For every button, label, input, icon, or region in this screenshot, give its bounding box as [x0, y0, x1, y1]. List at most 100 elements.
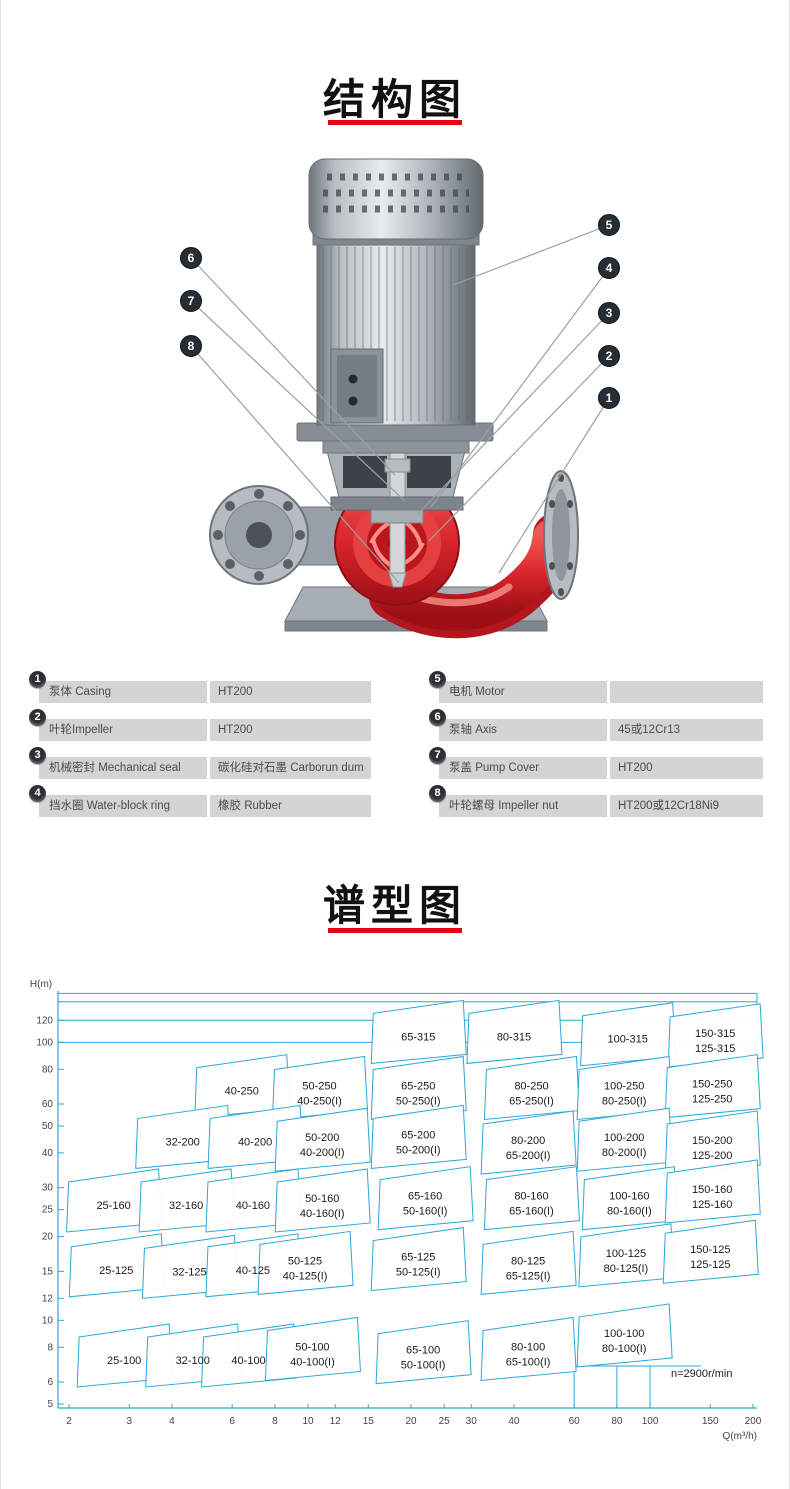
part-name: 挡水圈 Water-block ring: [39, 795, 207, 817]
discharge-flange: [543, 470, 579, 600]
part-material: 45或12Cr13: [610, 719, 763, 741]
callout-number: 4: [606, 261, 613, 275]
y-tick-label: 6: [47, 1377, 53, 1388]
callout-badge: [180, 247, 202, 269]
speed-note: n=2900r/min: [671, 1368, 732, 1380]
y-axis-label: H(m): [30, 979, 52, 990]
pump-model-region: [480, 1230, 577, 1295]
pump-model-label: 40-125: [236, 1265, 270, 1277]
pump-model-region: [664, 1159, 761, 1224]
pump-model-label: 65-200(I): [506, 1150, 551, 1162]
pump-model-region: [370, 999, 467, 1064]
part-number-badge: 3: [29, 747, 46, 764]
pump-model-label: 50-200: [305, 1132, 339, 1144]
callout-badge: [598, 257, 620, 279]
pump-model-label: 40-100: [231, 1355, 265, 1367]
pump-model-region: [483, 1166, 580, 1231]
structure-section-title: 结构图: [322, 76, 467, 123]
pump-model-label: 100-200: [604, 1132, 644, 1144]
pump-model-label: 80-315: [497, 1031, 531, 1043]
part-name: 泵体 Casing: [39, 681, 207, 703]
part-number-badge: 7: [429, 747, 446, 764]
part-number-badge: 4: [29, 785, 46, 802]
pump-model-label: 50-250: [302, 1080, 336, 1092]
part-material: HT200: [210, 681, 371, 703]
pump-model-label: 65-100: [406, 1345, 440, 1357]
part-material: HT200: [210, 719, 371, 741]
pump-cover: [330, 496, 464, 511]
motor: [296, 158, 494, 454]
pump-model-label: 125-125: [690, 1259, 730, 1271]
pump-model-label: 150-160: [692, 1184, 732, 1196]
pump-model-label: 100-315: [607, 1034, 647, 1046]
x-tick-label: 6: [229, 1416, 235, 1427]
pump-model-region: [370, 1104, 467, 1169]
pump-model-label: 40-200(I): [300, 1147, 345, 1159]
pump-model-region: [274, 1107, 371, 1172]
callout-number: 5: [606, 218, 613, 232]
y-tick-label: 8: [47, 1342, 53, 1353]
pump-model-region: [480, 1316, 577, 1381]
part-number-badge: 1: [29, 671, 46, 688]
chart-title-underline: [328, 928, 462, 933]
y-tick-label: 60: [42, 1099, 54, 1110]
pump-model-label: 80-200(I): [602, 1147, 647, 1159]
pump-model-region: [375, 1320, 472, 1385]
callout-badge: [180, 290, 202, 312]
part-name: 叶轮Impeller: [39, 719, 207, 741]
pump-model-label: 40-250(I): [297, 1095, 342, 1107]
pump-model-label: 150-125: [690, 1244, 730, 1256]
pump-model-label: 40-160(I): [300, 1208, 345, 1220]
pump-model-label: 32-160: [169, 1200, 203, 1212]
x-tick-label: 40: [508, 1416, 520, 1427]
callout-number: 8: [188, 339, 195, 353]
x-tick-label: 8: [272, 1416, 278, 1427]
terminal-box: [330, 348, 384, 424]
pump-model-label: 32-200: [166, 1136, 200, 1148]
pump-model-label: 150-200: [692, 1135, 732, 1147]
pump-model-label: 80-125(I): [604, 1263, 649, 1275]
pump-model-label: 80-100(I): [602, 1343, 647, 1355]
pump-model-label: 50-200(I): [396, 1144, 441, 1156]
x-axis-label: Q(m³/h): [723, 1431, 757, 1442]
callout-leader-line: [190, 300, 406, 502]
pump-model-region: [667, 1003, 764, 1068]
pump-model-label: 150-250: [692, 1079, 732, 1091]
pump-model-label: 100-100: [604, 1328, 644, 1340]
part-material: [610, 681, 763, 703]
callout-leader-line: [190, 257, 396, 476]
pump-model-label: 80-250(I): [602, 1095, 647, 1107]
pump-model-label: 80-200: [511, 1135, 545, 1147]
x-tick-label: 2: [66, 1416, 72, 1427]
pump-model-label: 40-100(I): [290, 1356, 335, 1368]
x-tick-label: 4: [169, 1416, 175, 1427]
part-material: 碳化硅对石墨 Carborun dum: [210, 757, 371, 779]
structure-title-underline: [328, 120, 462, 125]
pump-model-label: 25-160: [96, 1200, 130, 1212]
pump-model-label: 65-200: [401, 1129, 435, 1141]
callout-badge: [598, 214, 620, 236]
pump-model-label: 40-250: [225, 1086, 259, 1098]
pump-model-label: 40-125(I): [283, 1270, 328, 1282]
pump-model-label: 80-160: [514, 1191, 548, 1203]
callout-leader-line: [452, 224, 610, 286]
part-name: 泵轴 Axis: [439, 719, 607, 741]
pump-model-label: 80-100: [511, 1341, 545, 1353]
part-name: 泵盖 Pump Cover: [439, 757, 607, 779]
pump-model-label: 80-160(I): [607, 1206, 652, 1218]
pump-model-region: [662, 1219, 759, 1284]
pump-model-label: 125-250: [692, 1094, 732, 1106]
x-tick-label: 10: [302, 1416, 314, 1427]
pump-model-label: 65-100(I): [506, 1356, 551, 1368]
callout-leader-line: [416, 312, 610, 516]
pump-model-label: 50-160(I): [403, 1206, 448, 1218]
pump-model-label: 50-100(I): [401, 1360, 446, 1372]
